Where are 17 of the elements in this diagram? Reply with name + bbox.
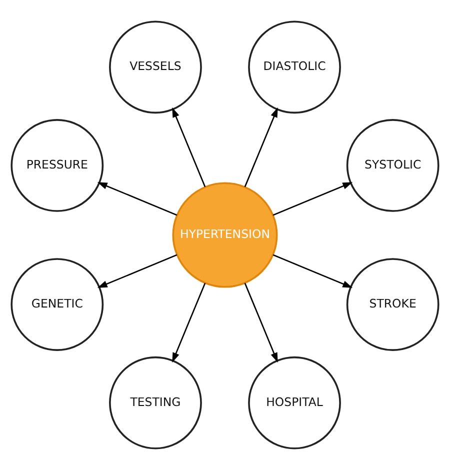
node-circle: HOSPITAL [248,356,341,450]
arrow [172,282,206,363]
node-circle: PRESSURE [10,119,104,212]
node-circle: STROKE [346,258,440,351]
node-circle: DIASTOLIC [248,20,341,114]
node-circle: VESSELS [109,20,202,114]
arrow [272,254,353,288]
arrow [244,282,278,363]
arrow [244,107,278,188]
node-circle: TESTING [109,356,202,450]
arrow [172,107,206,188]
node-circle: GENETIC [10,258,104,351]
arrow [272,182,353,216]
node-circle: SYSTOLIC [346,119,440,212]
arrow [97,254,178,288]
node-circle: HYPERTENSION [172,182,278,288]
arrow [97,182,178,216]
